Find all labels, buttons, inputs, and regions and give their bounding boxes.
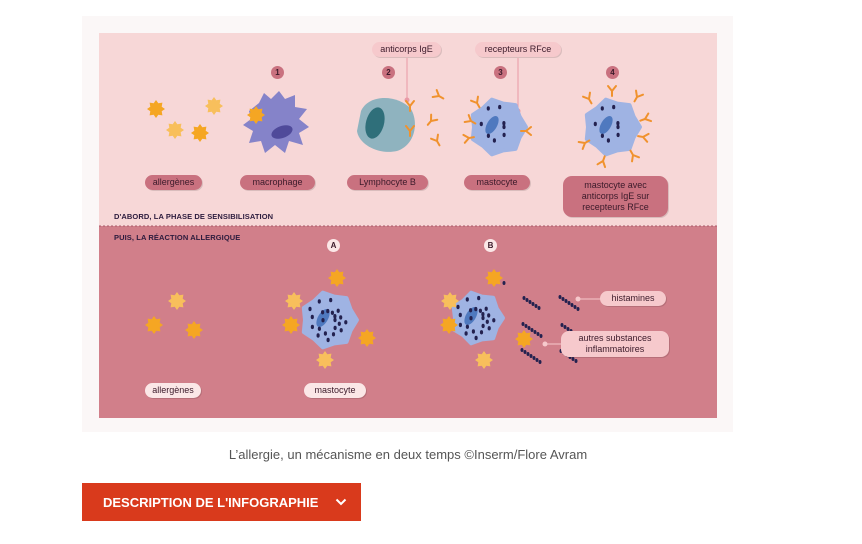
allergen-icon <box>441 292 459 310</box>
antibody-icon <box>582 91 593 105</box>
allergen-icon <box>185 321 203 339</box>
antibody-icon <box>405 125 415 137</box>
mastocyte-ige-label: mastocyte avec anticorps IgE sur recepte… <box>563 176 668 217</box>
allergen-icon <box>147 100 165 118</box>
antibody-icon <box>639 112 653 123</box>
antibody-icon <box>607 85 617 97</box>
infographic-illustration <box>99 33 717 418</box>
antibody-icon <box>637 132 650 143</box>
histamines-label: histamines <box>600 291 666 306</box>
description-button-label: DESCRIPTION DE L'INFOGRAPHIE <box>103 494 319 510</box>
antibody-icon <box>430 133 441 147</box>
anticorps-ige-label: anticorps IgE <box>372 42 441 57</box>
phase1-title: D'ABORD, LA PHASE DE SENSIBILISATION <box>114 212 274 221</box>
allergen-icon <box>475 351 493 369</box>
allergen-icon <box>316 351 334 369</box>
stage-b-badge: B <box>484 239 497 252</box>
allergen-icon <box>247 106 265 124</box>
antibody-icon <box>629 149 640 163</box>
recepteurs-rfce-label: recepteurs RFce <box>475 42 561 57</box>
mastocyte-reaction-label: mastocyte <box>304 383 366 398</box>
lymphocyte-b-cell <box>357 98 415 152</box>
mastocyte-label: mastocyte <box>464 175 530 190</box>
antibody-icon <box>405 100 415 112</box>
step-3-badge: 3 <box>494 66 507 79</box>
phase2-title: PUIS, LA RÉACTION ALLERGIQUE <box>114 233 241 242</box>
mastocyte-activated-cell <box>301 290 359 350</box>
antibody-icon <box>462 133 475 144</box>
allergen-icon <box>358 329 376 347</box>
antibody-shapes <box>405 85 653 169</box>
histamine-granules <box>308 104 620 364</box>
mastocyte-with-ige-cell <box>584 97 642 157</box>
antibody-icon <box>596 155 607 169</box>
allergen-icon <box>282 316 300 334</box>
allergen-icon <box>168 292 186 310</box>
allergen-icon <box>440 316 458 334</box>
step-1-badge: 1 <box>271 66 284 79</box>
allergenes-label: allergènes <box>145 175 202 190</box>
macrophage-cell <box>243 91 309 153</box>
lymphocyte-b-label: Lymphocyte B <box>347 175 428 190</box>
allergen-shapes <box>145 97 533 369</box>
chevron-down-icon <box>335 498 347 506</box>
allergen-icon <box>145 316 163 334</box>
antibody-icon <box>633 89 644 103</box>
stage-a-badge: A <box>327 239 340 252</box>
allergen-icon <box>205 97 223 115</box>
reaction-panel <box>99 226 717 418</box>
mastocyte-degranulating-cell <box>451 290 505 346</box>
allergenes-reaction-label: allergènes <box>145 383 201 398</box>
allergen-icon <box>515 330 533 348</box>
allergy-infographic: 1 2 3 4 anticorps IgE recepteurs RFce al… <box>99 33 717 418</box>
antibody-icon <box>520 126 532 136</box>
antibody-icon <box>463 114 477 125</box>
allergen-icon <box>485 269 503 287</box>
step-2-badge: 2 <box>382 66 395 79</box>
mastocyte-cell <box>470 97 528 157</box>
description-toggle-button[interactable]: DESCRIPTION DE L'INFOGRAPHIE <box>82 483 361 521</box>
allergen-icon <box>191 124 209 142</box>
antibody-icon <box>577 139 591 150</box>
allergen-icon <box>285 292 303 310</box>
infographic-caption: L’allergie, un mécanisme en deux temps ©… <box>228 447 588 462</box>
antibody-icon <box>470 95 481 109</box>
autres-substances-label: autres substances inflammatoires <box>561 331 669 357</box>
step-4-badge: 4 <box>606 66 619 79</box>
antibody-icon <box>426 113 439 126</box>
macrophage-label: macrophage <box>240 175 315 190</box>
allergen-icon <box>166 121 184 139</box>
antibody-icon <box>431 89 445 100</box>
allergen-icon <box>328 269 346 287</box>
